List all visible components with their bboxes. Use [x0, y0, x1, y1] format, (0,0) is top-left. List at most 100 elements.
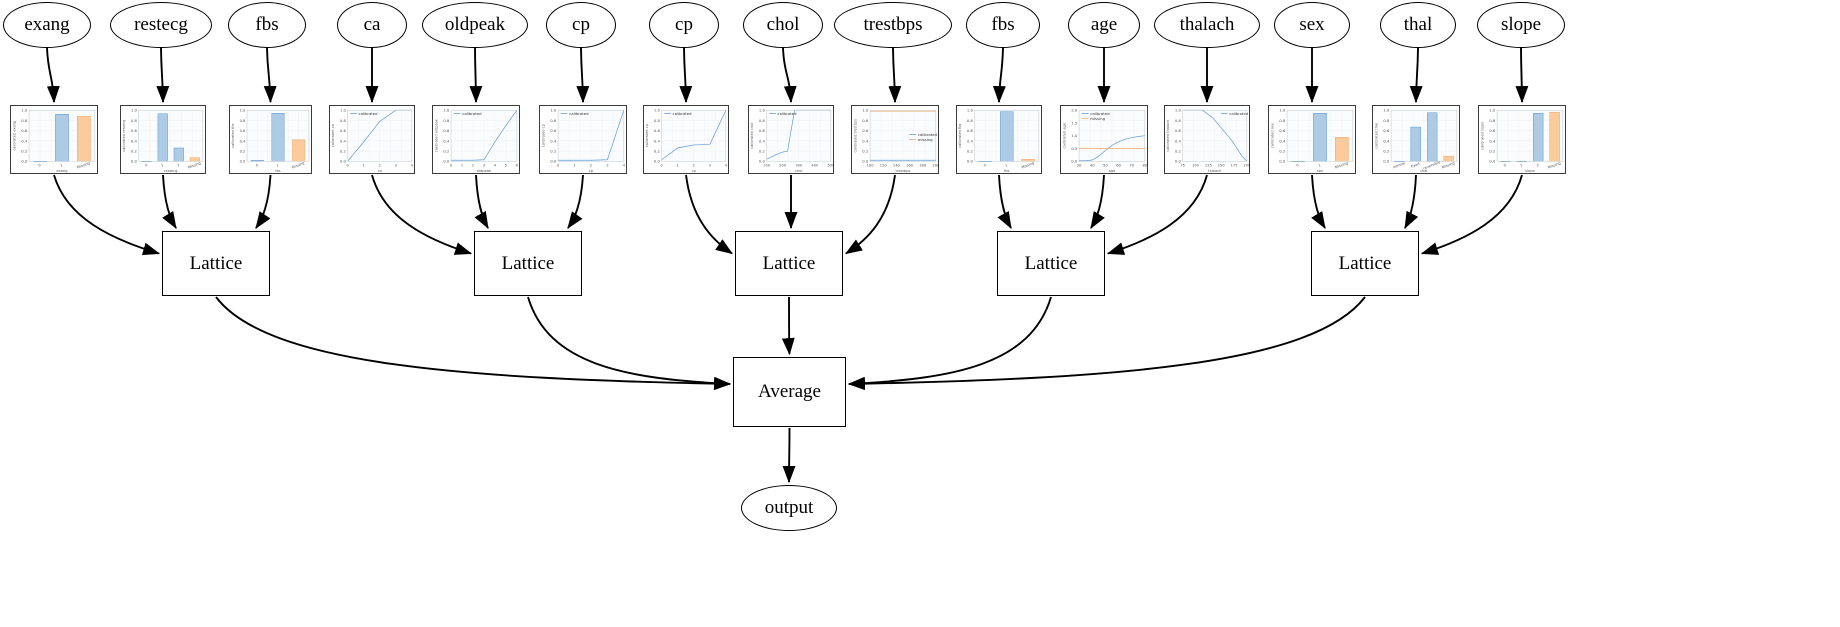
edge-lattice-to-average-3: [847, 296, 1052, 390]
svg-text:calibrated: calibrated: [1090, 111, 1110, 116]
average-node[interactable]: Average: [733, 357, 846, 427]
input-node-thalach-11[interactable]: thalach: [1154, 2, 1260, 48]
lattice-node-0[interactable]: Lattice: [162, 231, 270, 296]
edge-lattice-to-average-2: [781, 296, 795, 356]
svg-text:1.0: 1.0: [240, 109, 246, 113]
edge-input-to-calibrator-4: [469, 47, 483, 104]
input-node-cp-6[interactable]: cp: [649, 2, 719, 48]
edge-input-to-calibrator-0: [46, 47, 60, 104]
input-node-age-10[interactable]: age: [1068, 2, 1140, 48]
svg-text:4: 4: [623, 163, 626, 167]
svg-text:0.0: 0.0: [862, 159, 869, 164]
svg-text:1.0: 1.0: [1489, 108, 1496, 113]
svg-text:0.0: 0.0: [654, 160, 661, 164]
svg-text:2: 2: [590, 163, 592, 167]
svg-text:fixed: fixed: [1410, 162, 1420, 169]
lattice-node-4[interactable]: Lattice: [1311, 231, 1419, 296]
svg-text:0.2: 0.2: [21, 149, 28, 154]
svg-text:200: 200: [932, 163, 938, 167]
edge-calibrator-to-lattice-4: [474, 174, 489, 229]
input-node-ca-3[interactable]: ca: [337, 2, 407, 48]
svg-text:4: 4: [494, 163, 497, 167]
svg-text:160: 160: [906, 163, 914, 167]
svg-text:2: 2: [693, 163, 695, 167]
input-node-trestbps-8[interactable]: trestbps: [834, 2, 952, 48]
svg-text:Missing: Missing: [292, 161, 305, 170]
svg-text:calibrated cp: calibrated cp: [541, 123, 545, 147]
svg-text:ca: ca: [378, 169, 382, 173]
svg-text:1: 1: [60, 163, 64, 168]
input-node-label: cp: [675, 14, 693, 35]
svg-text:trestbps: trestbps: [895, 169, 910, 173]
svg-text:0.0: 0.0: [1489, 159, 1496, 164]
input-node-cp-5[interactable]: cp: [546, 2, 616, 48]
input-node-label: chol: [766, 14, 800, 35]
svg-text:50: 50: [1103, 163, 1108, 167]
svg-text:3: 3: [709, 163, 711, 167]
svg-text:1.0: 1.0: [862, 108, 869, 113]
svg-text:0.2: 0.2: [1489, 149, 1496, 154]
svg-text:2: 2: [177, 163, 181, 168]
svg-text:75: 75: [1180, 163, 1185, 167]
svg-text:Missing: Missing: [1021, 161, 1035, 170]
svg-text:70: 70: [1129, 163, 1134, 167]
svg-text:60: 60: [1116, 163, 1121, 167]
svg-text:1: 1: [363, 163, 365, 167]
svg-text:0: 0: [983, 163, 987, 168]
svg-text:0.8: 0.8: [1175, 119, 1182, 123]
svg-text:1.0: 1.0: [21, 108, 28, 113]
lattice-node-2[interactable]: Lattice: [735, 231, 843, 296]
input-node-fbs-9[interactable]: fbs: [966, 2, 1040, 48]
svg-text:1: 1: [461, 163, 463, 167]
svg-text:0.0: 0.0: [1071, 159, 1078, 164]
svg-text:0.8: 0.8: [340, 119, 347, 123]
input-node-label: sex: [1299, 14, 1325, 35]
input-node-sex-12[interactable]: sex: [1274, 2, 1350, 48]
edge-input-to-calibrator-7: [782, 47, 797, 104]
svg-text:exang: exang: [56, 169, 67, 173]
svg-text:0.6: 0.6: [21, 128, 28, 133]
svg-text:fbs: fbs: [1004, 169, 1010, 173]
input-node-exang-0[interactable]: exang: [3, 2, 91, 48]
svg-text:1: 1: [1520, 163, 1524, 168]
lattice-node-3[interactable]: Lattice: [997, 231, 1105, 296]
input-node-fbs-2[interactable]: fbs: [228, 2, 306, 48]
input-node-label: fbs: [991, 14, 1015, 35]
svg-text:0.4: 0.4: [1489, 138, 1496, 143]
output-node-label: output: [764, 497, 814, 518]
svg-text:1.0: 1.0: [1279, 108, 1286, 113]
svg-text:0.4: 0.4: [1279, 138, 1286, 143]
svg-text:0: 0: [1296, 163, 1300, 168]
edge-input-to-calibrator-14: [1515, 47, 1529, 104]
lattice-node-label: Lattice: [1024, 252, 1078, 274]
edge-input-to-calibrator-13: [1409, 47, 1423, 104]
svg-text:30: 30: [1077, 163, 1082, 167]
svg-text:200: 200: [779, 163, 787, 167]
input-node-oldpeak-4[interactable]: oldpeak: [422, 2, 528, 48]
input-node-thal-13[interactable]: thal: [1380, 2, 1456, 48]
edge-calibrator-to-lattice-5: [567, 174, 584, 229]
output-node[interactable]: output: [741, 485, 837, 531]
svg-text:2: 2: [1536, 163, 1540, 168]
svg-text:0.4: 0.4: [240, 139, 246, 143]
input-node-restecg-1[interactable]: restecg: [110, 2, 212, 48]
svg-text:1.0: 1.0: [550, 108, 557, 113]
input-node-slope-14[interactable]: slope: [1477, 2, 1565, 48]
svg-text:Missing: Missing: [1334, 161, 1348, 170]
svg-text:0.6: 0.6: [1279, 128, 1286, 133]
lattice-node-label: Lattice: [501, 252, 555, 274]
input-node-chol-7[interactable]: chol: [743, 2, 823, 48]
svg-text:calibrated chol: calibrated chol: [750, 123, 754, 149]
lattice-node-1[interactable]: Lattice: [474, 231, 582, 296]
svg-text:calibrated thal: calibrated thal: [1374, 123, 1378, 149]
edge-calibrator-to-lattice-11: [1106, 174, 1208, 255]
svg-text:Missing: Missing: [188, 161, 202, 170]
svg-text:6: 6: [516, 163, 519, 167]
svg-text:0.8: 0.8: [862, 118, 869, 123]
svg-text:0.6: 0.6: [1489, 128, 1496, 133]
